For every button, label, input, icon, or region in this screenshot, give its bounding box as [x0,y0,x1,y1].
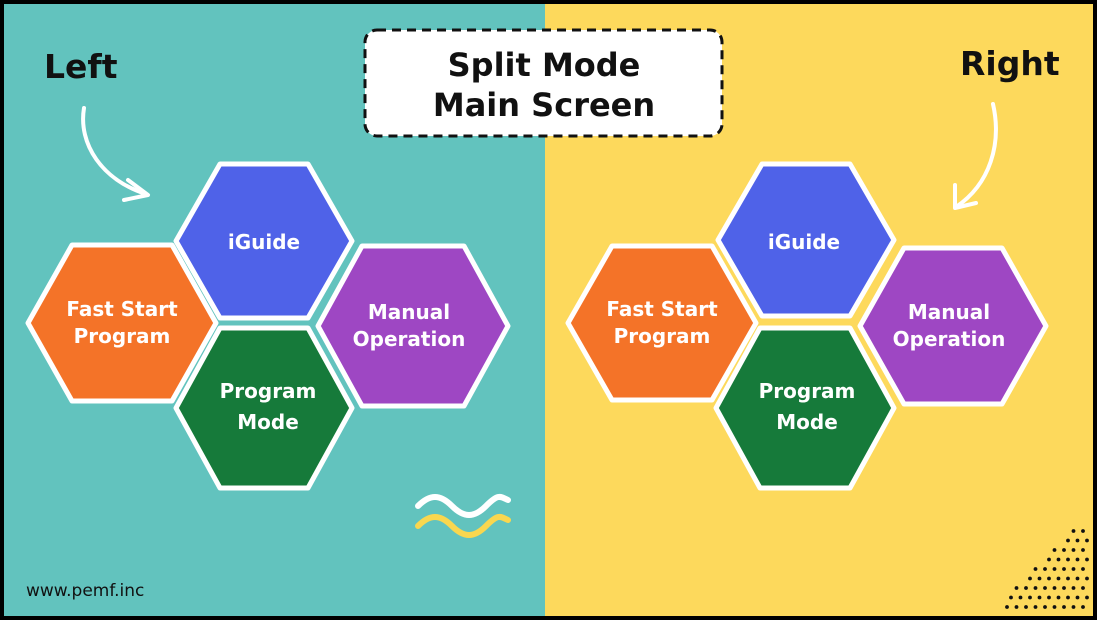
left-hex-program-label-2: Mode [237,410,299,434]
dot [1066,557,1070,562]
title-box: Split Mode Main Screen [363,28,724,138]
dot [1056,557,1061,562]
left-hex-fast-start-label-2: Program [74,324,171,348]
title-line-1: Split Mode [448,46,641,84]
dot [1033,567,1038,571]
right-hex-group: iGuide Fast Start Program Manual Operati… [565,161,1049,491]
dot [1066,538,1070,543]
dot [1075,538,1080,543]
dot [1024,586,1028,590]
dot [1062,586,1066,590]
dot [1071,605,1076,609]
left-hex-fast-start-label-1: Fast Start [66,297,178,321]
left-hex-manual-label-2: Operation [353,327,466,351]
right-hex-fast-start-label-2: Program [614,324,711,348]
dot [1081,567,1085,571]
dot [1062,548,1066,552]
left-label: Left [44,47,118,86]
left-hex-group: iGuide Fast Start Program Manual Operati… [25,161,511,491]
dot [1071,548,1076,552]
dot [1056,576,1061,581]
right-hex-program-label-2: Mode [776,410,838,434]
dot [1018,595,1023,600]
left-hex-manual[interactable]: Manual Operation [315,243,511,409]
left-hex-program[interactable]: Program Mode [173,325,355,491]
dot [1056,595,1061,600]
dot [1075,576,1080,581]
right-hex-fast-start[interactable]: Fast Start Program [565,243,759,403]
dot [1085,595,1089,600]
dot [1071,567,1076,571]
dot [1085,538,1089,543]
dot [1085,576,1089,581]
dot [1071,586,1076,590]
dot [1052,548,1057,552]
dot [1033,605,1038,609]
dot [1066,595,1070,600]
right-arrow-icon [953,102,998,210]
right-hex-manual-label-2: Operation [893,327,1006,351]
dot [1037,595,1042,600]
right-hex-program-label-1: Program [759,379,856,403]
footer-url: www.pemf.inc [26,581,144,601]
dot [1081,529,1085,533]
left-hex-iguide[interactable]: iGuide [173,161,355,321]
dot [1014,605,1019,609]
dot [1075,595,1080,600]
dot [1043,605,1047,609]
right-hex-iguide[interactable]: iGuide [715,161,897,319]
dot [1043,586,1047,590]
right-hex-fast-start-label-1: Fast Start [606,297,718,321]
dot [1081,605,1085,609]
dot [1009,595,1013,600]
dot [1028,595,1032,600]
title-line-2: Main Screen [433,86,655,124]
dot [1052,567,1057,571]
dot [1047,557,1051,562]
right-hex-manual[interactable]: Manual Operation [857,245,1049,407]
left-hex-fast-start[interactable]: Fast Start Program [25,242,219,404]
dot [1014,586,1019,590]
dot [1037,576,1042,581]
right-label: Right [960,44,1060,83]
dot [1071,529,1076,533]
left-hex-program-label-1: Program [220,379,317,403]
dot [1081,586,1085,590]
dot [1052,605,1057,609]
dot [1052,586,1057,590]
dot [1005,605,1009,609]
right-hex-iguide-label: iGuide [768,230,840,254]
dot-pattern-icon [1005,529,1089,609]
wave-decoration-icon [415,493,511,538]
dot [1062,567,1066,571]
dot [1085,557,1089,562]
dot [1028,576,1032,581]
split-mode-diagram: Left Right Split Mode Main Screen iGuide… [4,4,1093,616]
dot [1047,595,1051,600]
dot [1043,567,1047,571]
left-hex-manual-label-1: Manual [368,300,450,324]
dot [1024,605,1028,609]
right-hex-manual-label-1: Manual [908,300,990,324]
right-hex-program[interactable]: Program Mode [713,325,897,491]
left-hex-iguide-label: iGuide [228,230,300,254]
left-arrow-icon [81,106,150,202]
dot [1075,557,1080,562]
dot [1066,576,1070,581]
dot [1047,576,1051,581]
dot [1033,586,1038,590]
dot [1081,548,1085,552]
dot [1062,605,1066,609]
